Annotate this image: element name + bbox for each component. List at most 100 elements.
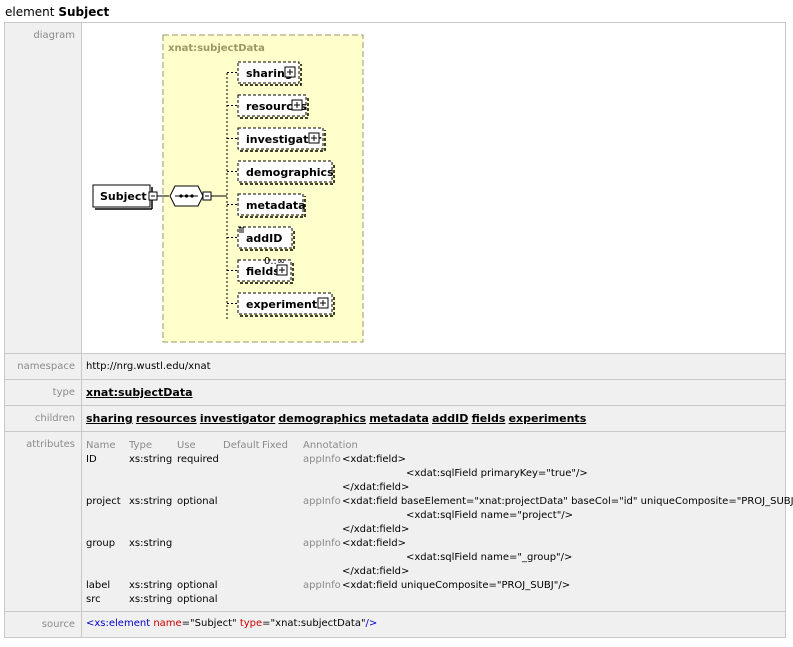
child-element-demographics[interactable] bbox=[237, 160, 333, 183]
attr-name: ID bbox=[86, 454, 97, 465]
child-element-resources[interactable] bbox=[237, 94, 307, 117]
attr-appinfo-label: appInfo bbox=[303, 496, 341, 507]
attr-use: optional bbox=[177, 580, 218, 591]
attr-annotation-line: <xdat:sqlField name="project"/> bbox=[406, 510, 574, 521]
child-label-demographics: demographics bbox=[246, 166, 334, 179]
attr-header-name: Name bbox=[86, 440, 116, 451]
attr-annotation-line: </xdat:field> bbox=[342, 524, 410, 535]
page-heading: element Subject bbox=[5, 5, 109, 19]
child-element-metadata[interactable] bbox=[237, 193, 304, 216]
root-element-label: Subject bbox=[100, 190, 147, 203]
child-shadow-sharing bbox=[240, 64, 302, 86]
child-nodes: sharingresourcesinvestigatordemographics… bbox=[227, 61, 335, 317]
row-type: type xnat:subjectData bbox=[4, 379, 786, 406]
attr-annotation-line: <xdat:field baseElement="xnat:projectDat… bbox=[342, 496, 793, 507]
attr-appinfo-label: appInfo bbox=[303, 454, 341, 465]
heading-kind: element bbox=[5, 5, 55, 19]
element-table: diagram xnat:subjectData Subject bbox=[4, 22, 793, 638]
child-label-sharing: sharing bbox=[246, 67, 293, 80]
type-cell: xnat:subjectData bbox=[81, 379, 786, 406]
child-link-investigator[interactable]: investigator bbox=[199, 412, 276, 425]
label-namespace: namespace bbox=[4, 353, 82, 380]
child-link-sharing[interactable]: sharing bbox=[86, 412, 133, 425]
label-source: source bbox=[4, 611, 82, 638]
heading-name: Subject bbox=[58, 5, 110, 19]
attr-annotation-line: <xdat:field uniqueComposite="PROJ_SUBJ"/… bbox=[342, 580, 571, 591]
source-close-tag: /> bbox=[365, 618, 378, 629]
row-attributes: attributes Name Type Use Default Fixed A… bbox=[4, 431, 793, 612]
attr-annotation-line: </xdat:field> bbox=[342, 566, 410, 577]
type-group-label: xnat:subjectData bbox=[168, 43, 265, 54]
child-element-addid[interactable] bbox=[237, 226, 293, 249]
child-label-metadata: metadata bbox=[246, 199, 306, 212]
attr-header-use: Use bbox=[177, 440, 196, 451]
sequence-dot-2 bbox=[184, 194, 189, 198]
attr-header-fixed: Fixed bbox=[262, 440, 288, 451]
child-label-addid: addID bbox=[246, 232, 282, 245]
attr-appinfo-label: appInfo bbox=[303, 580, 341, 591]
child-link-addid[interactable]: addID bbox=[432, 412, 469, 425]
child-link-demographics[interactable]: demographics bbox=[278, 412, 367, 425]
attr-annotation-line: </xdat:field> bbox=[342, 482, 410, 493]
attr-type: xs:string bbox=[129, 538, 173, 549]
child-shadow-demographics bbox=[240, 163, 335, 185]
type-link[interactable]: xnat:subjectData bbox=[86, 386, 193, 399]
label-children: children bbox=[4, 405, 82, 432]
child-element-experiments[interactable] bbox=[237, 292, 333, 315]
child-shadow-investigator bbox=[240, 130, 326, 152]
attr-type: xs:string bbox=[129, 454, 173, 465]
attr-annotation-line: <xdat:sqlField primaryKey="true"/> bbox=[406, 468, 588, 479]
row-namespace: namespace http://nrg.wustl.edu/xnat bbox=[4, 353, 786, 380]
child-label-experiments: experiments bbox=[246, 298, 324, 311]
attr-appinfo-label: appInfo bbox=[303, 538, 341, 549]
child-link-experiments[interactable]: experiments bbox=[508, 412, 587, 425]
child-link-resources[interactable]: resources bbox=[135, 412, 197, 425]
sequence-dot-3 bbox=[190, 194, 194, 198]
children-cell: sharing resources investigator demograph… bbox=[81, 405, 786, 432]
attr-header-annotation: Annotation bbox=[303, 440, 358, 451]
attr-name: project bbox=[86, 496, 121, 507]
row-source: source <xs:element name="Subject" type="… bbox=[4, 611, 786, 638]
diagram-cell: xnat:subjectData Subject bbox=[81, 22, 786, 354]
child-shadow-addid bbox=[240, 229, 295, 251]
child-label-fields: fields bbox=[246, 265, 280, 278]
namespace-value: http://nrg.wustl.edu/xnat bbox=[81, 353, 786, 380]
attr-name: group bbox=[86, 538, 116, 549]
attributes-cell: Name Type Use Default Fixed Annotation I… bbox=[81, 431, 793, 612]
attr-use: optional bbox=[177, 594, 218, 605]
attr-use: required bbox=[177, 454, 219, 465]
source-attr-name-value: ="Subject" bbox=[181, 618, 237, 629]
child-shadow-metadata bbox=[240, 196, 306, 218]
attr-name: label bbox=[86, 580, 111, 591]
row-diagram: diagram xnat:subjectData Subject bbox=[4, 22, 786, 354]
attr-annotation-line: <xdat:field> bbox=[342, 538, 407, 549]
source-attr-type-key: type bbox=[239, 618, 263, 629]
attr-type: xs:string bbox=[129, 580, 173, 591]
child-shadow-fields bbox=[240, 262, 294, 284]
label-diagram: diagram bbox=[4, 22, 82, 354]
child-label-investigator: investigator bbox=[246, 133, 322, 146]
attr-header-default: Default bbox=[223, 440, 260, 451]
attr-annotation-line: <xdat:field> bbox=[342, 454, 407, 465]
source-attr-name-key: name bbox=[153, 618, 182, 629]
child-element-sharing[interactable] bbox=[237, 61, 300, 84]
attr-name: src bbox=[86, 594, 101, 605]
child-shadow-experiments bbox=[240, 295, 335, 317]
attr-annotation-line: <xdat:sqlField name="_group"/> bbox=[406, 552, 573, 563]
sequence-dot-1 bbox=[179, 194, 183, 198]
source-open-tag: <xs:element bbox=[86, 618, 151, 629]
attr-type: xs:string bbox=[129, 496, 173, 507]
schema-diagram: xnat:subjectData Subject bbox=[92, 34, 364, 343]
addid-occurs: 0..∞ bbox=[264, 256, 285, 267]
attributes-grid: Name Type Use Default Fixed Annotation I… bbox=[82, 432, 793, 608]
source-cell: <xs:element name="Subject" type="xnat:su… bbox=[81, 611, 786, 638]
source-attr-type-value: ="xnat:subjectData" bbox=[262, 618, 366, 629]
label-attributes: attributes bbox=[4, 431, 82, 612]
child-link-fields[interactable]: fields bbox=[471, 412, 506, 425]
label-type: type bbox=[4, 379, 82, 406]
child-element-investigator[interactable] bbox=[237, 127, 324, 150]
row-children: children sharing resources investigator … bbox=[4, 405, 786, 432]
child-link-metadata[interactable]: metadata bbox=[369, 412, 429, 425]
attr-header-type: Type bbox=[129, 440, 152, 451]
attr-type: xs:string bbox=[129, 594, 173, 605]
